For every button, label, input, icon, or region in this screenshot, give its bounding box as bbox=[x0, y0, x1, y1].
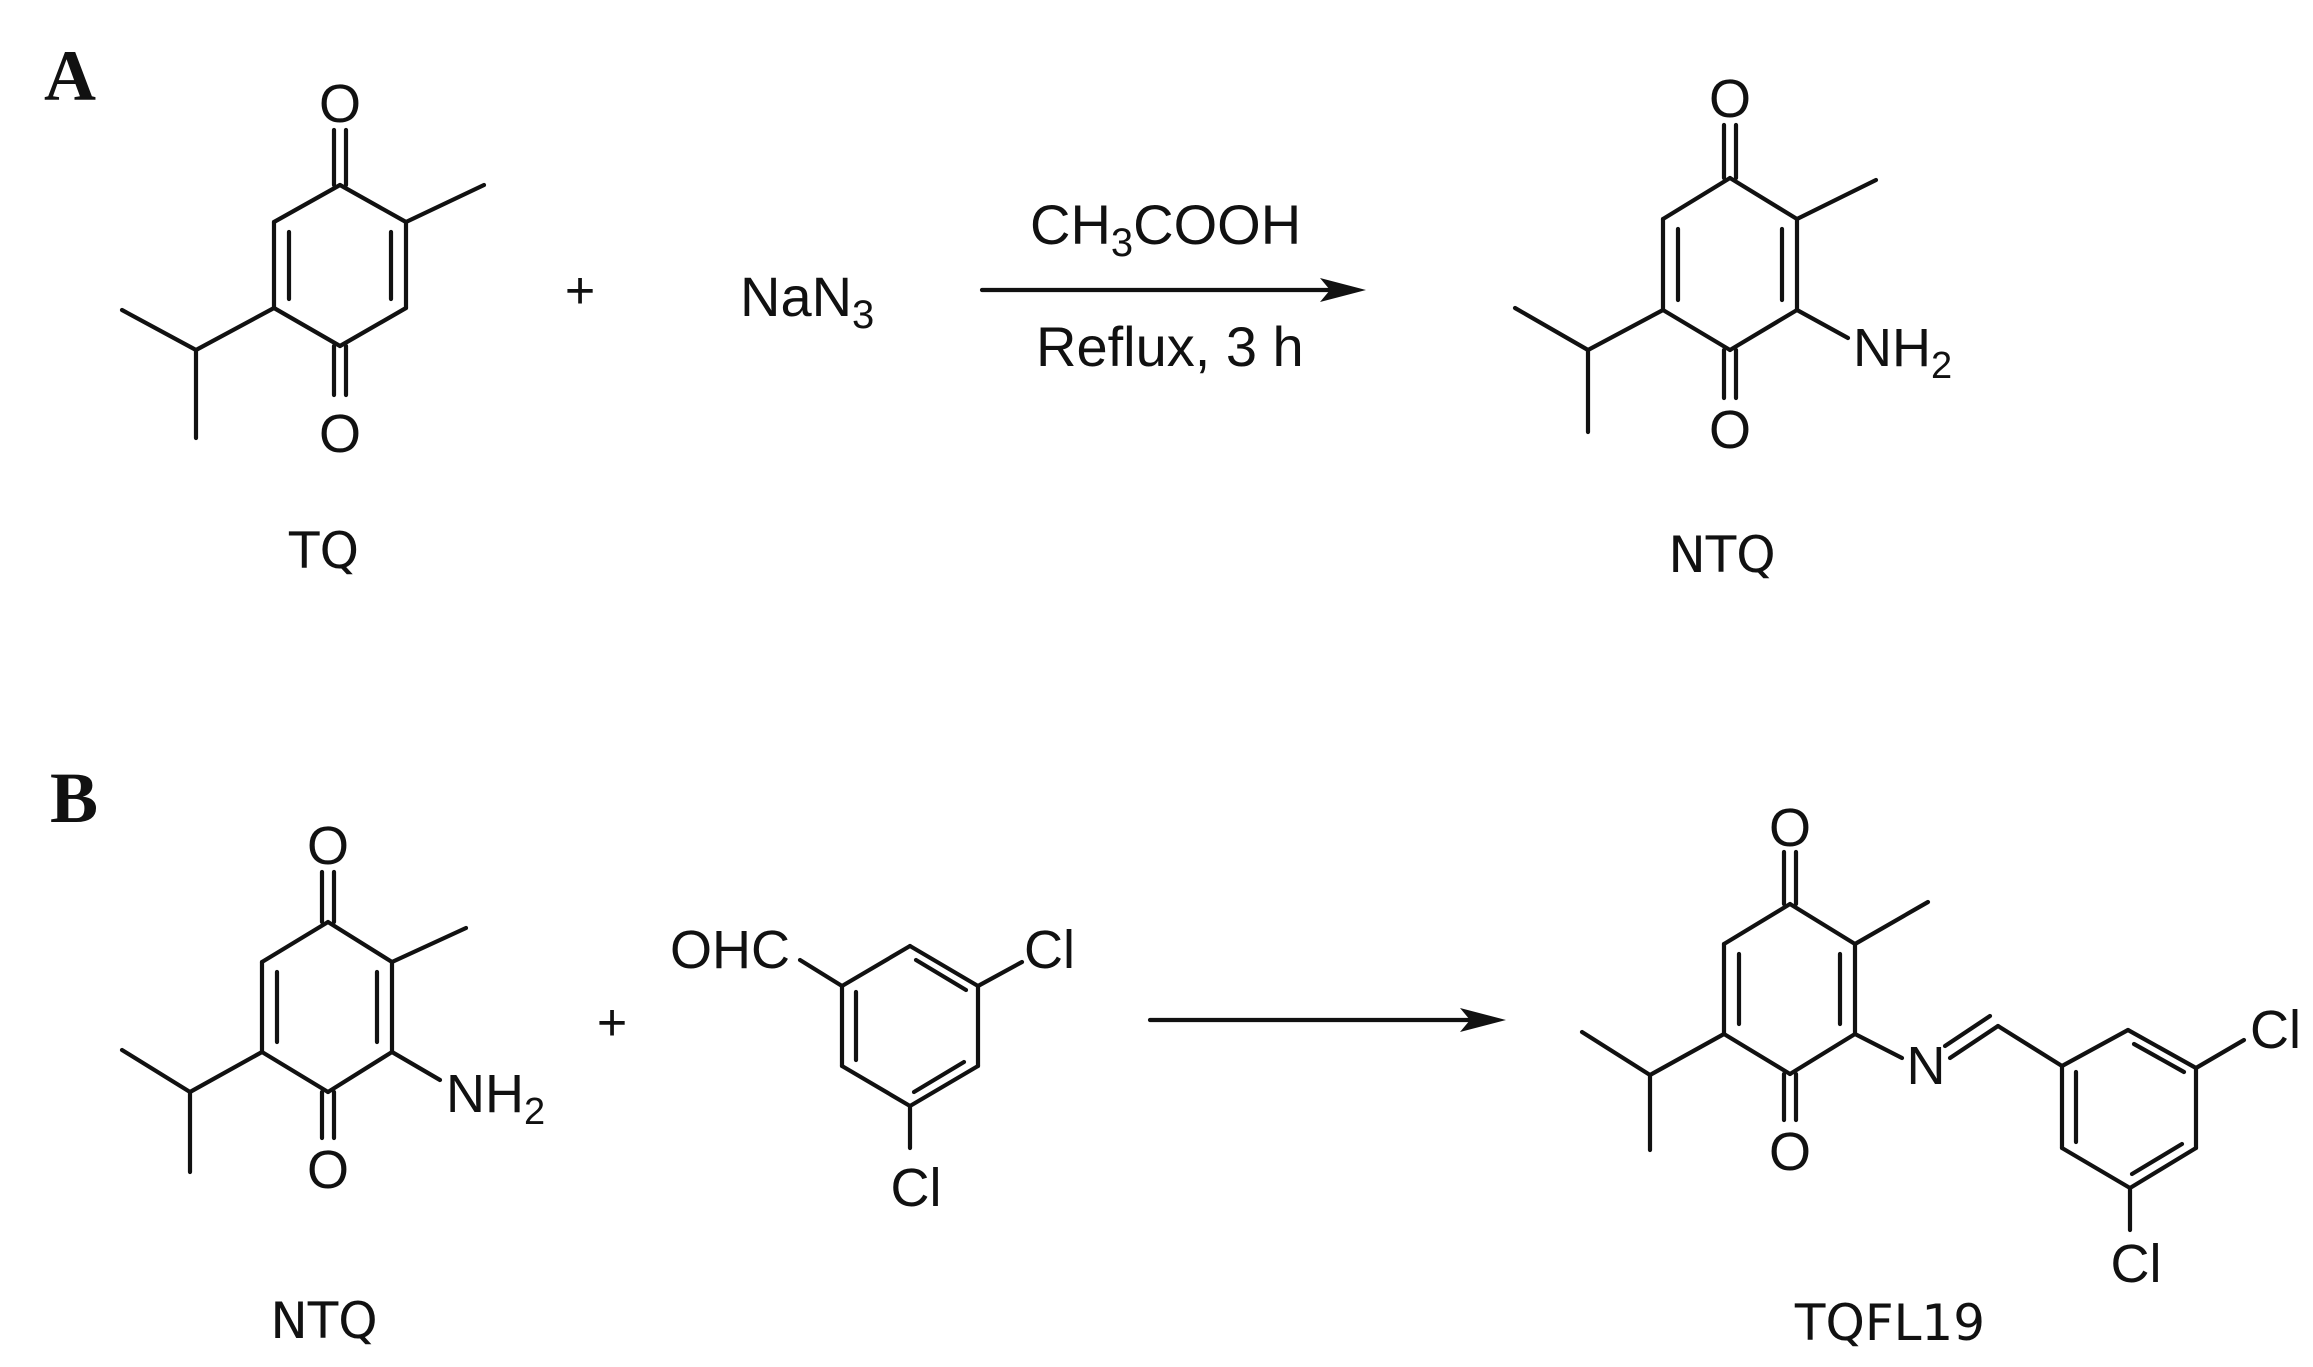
arrowhead-b bbox=[1460, 1008, 1506, 1032]
ntq-reactant-oxygen-top: O bbox=[307, 816, 349, 876]
panel-b: B O O NH2 NTQ + bbox=[50, 758, 2301, 1352]
ntq-reactant-amine-group: NH2 bbox=[446, 1064, 545, 1133]
tq-oxygen-bottom: O bbox=[319, 404, 361, 464]
panel-a-label: A bbox=[44, 36, 96, 116]
ntq-amine-group: NH2 bbox=[1853, 318, 1952, 387]
aldehyde-chlorine-right: Cl bbox=[1024, 920, 1075, 980]
conditions-solvent: CH3COOH bbox=[1030, 193, 1301, 265]
tqfl19-label: TQFL19 bbox=[1794, 1294, 1985, 1352]
reaction-arrow-b bbox=[1147, 1008, 1506, 1032]
plus-sign-a: + bbox=[565, 262, 595, 320]
ntq-reactant-oxygen-bottom: O bbox=[307, 1140, 349, 1200]
tqfl19-oxygen-bottom: O bbox=[1769, 1122, 1811, 1182]
plus-sign-b: + bbox=[597, 994, 627, 1052]
tq-label: TQ bbox=[288, 522, 359, 580]
dichlorobenzaldehyde-structure: OHC Cl Cl bbox=[670, 920, 1075, 1218]
tqfl19-oxygen-top: O bbox=[1769, 798, 1811, 858]
aldehyde-chlorine-bottom: Cl bbox=[891, 1158, 942, 1218]
arrowhead-a bbox=[1320, 278, 1366, 302]
ntq-oxygen-bottom: O bbox=[1709, 400, 1751, 460]
panel-b-label: B bbox=[50, 758, 98, 838]
sodium-azide-formula: NaN3 bbox=[740, 265, 874, 337]
tqfl19-chlorine-bottom: Cl bbox=[2111, 1234, 2162, 1294]
aldehyde-group: OHC bbox=[670, 920, 790, 980]
tq-oxygen-top: O bbox=[319, 74, 361, 134]
ntq-product-structure: O O NH2 bbox=[1512, 69, 1952, 460]
conditions-reflux: Reflux, 3 h bbox=[1036, 315, 1304, 378]
tqfl19-chlorine-right: Cl bbox=[2250, 1000, 2301, 1060]
ntq-reactant-label: NTQ bbox=[270, 1292, 377, 1350]
ntq-reactant-structure: O O NH2 bbox=[119, 816, 545, 1200]
reaction-arrow-a bbox=[979, 278, 1366, 302]
tqfl19-structure: O O N Cl Cl bbox=[1579, 798, 2301, 1294]
tq-structure: O O bbox=[119, 74, 487, 464]
tqfl19-imine-nitrogen: N bbox=[1907, 1036, 1946, 1096]
ntq-product-label: NTQ bbox=[1668, 526, 1775, 584]
panel-a: A O O TQ + NaN3 bbox=[44, 36, 1952, 584]
ntq-oxygen-top: O bbox=[1709, 69, 1751, 129]
